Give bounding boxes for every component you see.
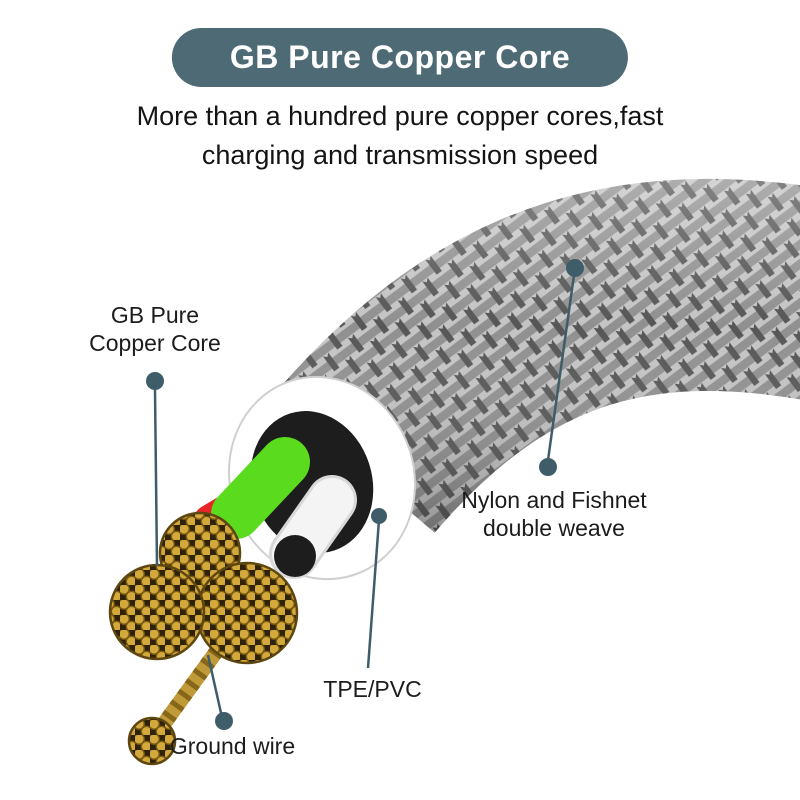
ground-wire-tip [127, 716, 177, 766]
copper-bundle-left [108, 563, 206, 661]
subtitle-line1: More than a hundred pure copper cores,fa… [136, 101, 664, 131]
subtitle: More than a hundred pure copper cores,fa… [0, 97, 800, 175]
ground-callout-dot-icon [215, 712, 233, 730]
subtitle-line2: charging and transmission speed [201, 140, 599, 171]
callout-tpe-pvc: TPE/PVC [300, 676, 445, 704]
tpe-anchor-dot-icon [371, 508, 387, 524]
nylon-callout-dot-icon [539, 458, 557, 476]
callout-ground-wire: Ground wire [145, 733, 320, 761]
ground-wire-twist [148, 625, 239, 741]
callout-ground-label: Ground wire [169, 733, 296, 759]
copper-bundle-right [195, 561, 299, 665]
nylon-braid-dot-icon [566, 259, 584, 277]
ground-leader-line [206, 654, 223, 714]
title-banner: GB Pure Copper Core [171, 28, 629, 87]
green-wire [211, 437, 310, 539]
callout-copper-core: GB Pure Copper Core [40, 302, 270, 357]
white-inner-wire-cap [274, 535, 316, 577]
callout-nylon-line1: Nylon and Fishnet [461, 487, 647, 513]
cable-braid-shading [273, 178, 800, 534]
copper-core-leader-line [153, 389, 159, 567]
callout-nylon-weave: Nylon and Fishnet double weave [418, 487, 690, 542]
callout-copper-core-line2: Copper Core [89, 329, 221, 356]
callout-nylon-line2: double weave [483, 514, 625, 541]
copper-core-callout-dot-icon [146, 372, 164, 390]
nylon-leader-line [546, 267, 577, 461]
title-text: GB Pure Copper Core [229, 39, 571, 75]
callout-copper-core-line1: GB Pure [110, 302, 200, 328]
callout-tpe-label: TPE/PVC [323, 676, 422, 702]
tpe-leader-line [366, 519, 381, 669]
